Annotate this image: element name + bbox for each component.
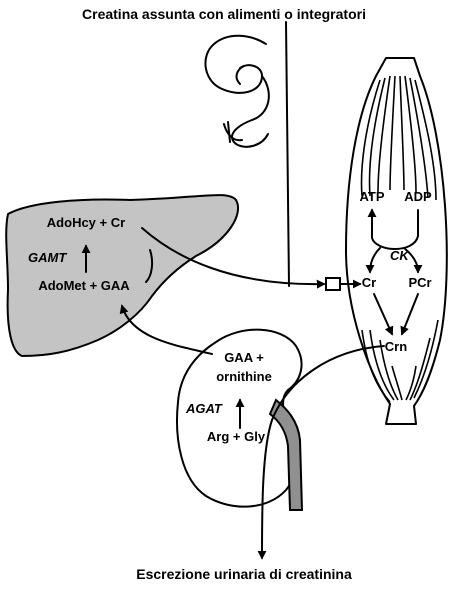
arrow-to-cr bbox=[365, 247, 381, 274]
label-pcr: PCr bbox=[408, 275, 431, 290]
label-adohcy-cr: AdoHcy + Cr bbox=[47, 215, 125, 230]
label-gaa-plus: GAA + bbox=[224, 350, 264, 365]
label-atp: ATP bbox=[359, 189, 384, 204]
label-adomet-gaa: AdoMet + GAA bbox=[38, 278, 130, 293]
label-cr: Cr bbox=[362, 275, 376, 290]
title-bottom: Escrezione urinaria di creatinina bbox=[136, 566, 352, 582]
label-adp: ADP bbox=[404, 189, 432, 204]
dietary-creatine-line bbox=[285, 21, 290, 287]
creatine-transporter-box bbox=[325, 277, 341, 291]
arrow-gaa-to-liver bbox=[119, 304, 213, 355]
arrow-cr-to-crn bbox=[373, 293, 394, 336]
arrow-crn-to-urine bbox=[257, 345, 385, 560]
title-top: Creatina assunta con alimenti o integrat… bbox=[82, 6, 366, 22]
intestine-icon bbox=[204, 34, 270, 148]
arrow-cr-to-muscle bbox=[141, 227, 326, 289]
label-agat: AGAT bbox=[185, 401, 223, 416]
label-gamt: GAMT bbox=[28, 250, 67, 265]
liver-lobe-line bbox=[145, 249, 154, 283]
label-ornithine: ornithine bbox=[216, 369, 272, 384]
arrow-pcr-to-crn bbox=[400, 293, 419, 336]
muscle-shape bbox=[345, 57, 448, 425]
arrow-ck-arc bbox=[371, 235, 419, 250]
liver-shape bbox=[5, 194, 239, 358]
label-crn: Crn bbox=[385, 339, 407, 354]
label-arg-gly: Arg + Gly bbox=[207, 429, 266, 444]
ureter-shape bbox=[268, 398, 304, 511]
label-ck: CK bbox=[390, 248, 410, 263]
arrow-to-pcr bbox=[403, 247, 423, 274]
